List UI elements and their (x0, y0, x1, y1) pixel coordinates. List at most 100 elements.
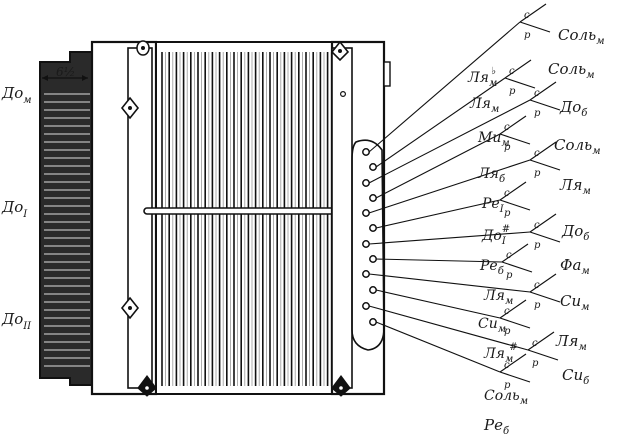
leader-branch (529, 291, 561, 303)
bass-button (362, 209, 370, 217)
bass-button (362, 302, 370, 310)
leader-branch (499, 181, 527, 201)
leader-branch (519, 3, 547, 23)
leader-line (368, 273, 531, 293)
key-label: ДоI# (481, 224, 510, 247)
keyboard-ridges (44, 93, 90, 367)
key-label: Сим (478, 316, 506, 335)
branch-letter-p: р (509, 86, 516, 97)
bass-button (369, 194, 377, 202)
branch-letter-p: р (532, 358, 539, 369)
leader-branch (529, 81, 557, 101)
branch-letter-c: с (506, 250, 512, 261)
bellows-folds (161, 52, 332, 386)
branch-letter-c: с (504, 306, 510, 317)
right-ornament-bottom (331, 375, 351, 397)
key-label: Сольм (558, 26, 605, 47)
key-label: Сиб (562, 366, 590, 387)
leader-line (368, 305, 529, 351)
leader-line (375, 199, 501, 229)
leader-line (375, 133, 501, 199)
right-frame (330, 40, 391, 397)
bass-button (362, 240, 370, 248)
key-label: Лям (559, 176, 591, 197)
leader-line (375, 321, 501, 373)
key-label: Сим (560, 292, 589, 313)
key-label: Сольм (548, 60, 595, 81)
leader-branch (529, 99, 561, 111)
left-labels: Дом ДоI ДоII (1, 84, 32, 332)
leader-line (368, 159, 531, 214)
leader-branch (529, 273, 557, 293)
branch-letter-p: р (534, 300, 541, 311)
bass-button (369, 163, 377, 171)
bass-button (362, 179, 370, 187)
branch-letter-p: р (506, 270, 513, 281)
left-ornament-mid-top (120, 96, 140, 120)
key-label: Ляб (477, 166, 506, 185)
left-label-do-2: ДоII (1, 310, 32, 332)
key-label: Реб (479, 258, 505, 277)
key-label: Сольм (554, 136, 601, 157)
leader-branch (527, 349, 559, 361)
branch-letter-p: р (534, 240, 541, 251)
branch-letter-p: р (504, 380, 511, 391)
leader-branch (527, 331, 555, 351)
branch-letter-c: с (532, 338, 538, 349)
leader-branch (499, 317, 531, 329)
leader-line (375, 258, 503, 263)
key-label: Мим (477, 130, 510, 149)
branch-letter-p: р (504, 142, 511, 153)
left-label-do-1: ДоI (1, 198, 28, 220)
key-label: Лям (469, 96, 499, 115)
branch-letter-c: с (504, 122, 510, 133)
branch-letter-c: с (524, 10, 530, 21)
leader-branch (529, 213, 557, 233)
bass-button (362, 148, 370, 156)
dimension-marker: 6½ (42, 65, 88, 81)
leader-branch (501, 261, 533, 273)
leader-branch (519, 21, 551, 33)
dimension-label: 6½ (56, 65, 75, 79)
right-ornament-top (330, 40, 350, 62)
leader-branch (504, 77, 536, 89)
leader-branch (504, 59, 532, 79)
key-label: Реб (483, 416, 510, 437)
key-label: Лям (483, 288, 513, 307)
key-label: РеI (481, 196, 505, 215)
leader-line (368, 231, 531, 245)
branch-letter-c: с (534, 280, 540, 291)
key-label: Лям♭ (467, 66, 497, 89)
key-label: Лям# (483, 342, 518, 365)
bass-buttons (362, 148, 377, 326)
branch-letter-c: с (504, 360, 510, 371)
leader-branch (499, 371, 531, 383)
bass-button (369, 318, 377, 326)
left-ornament-mid-bottom (120, 296, 140, 320)
left-ornament-top (136, 40, 150, 56)
key-label: Доб (559, 98, 588, 119)
leader-line (368, 99, 531, 184)
left-keyboard (39, 51, 93, 386)
branch-letter-p: р (534, 108, 541, 119)
branch-letter-c: с (534, 220, 540, 231)
leader-line (375, 77, 506, 168)
bass-button (369, 255, 377, 263)
leader-branch (499, 115, 527, 135)
branch-letter-p: р (504, 208, 511, 219)
bass-button (369, 224, 377, 232)
leader-branch (529, 159, 561, 171)
leader-branch (499, 353, 527, 373)
leader-branch (529, 141, 557, 161)
branch-letter-c: с (534, 148, 540, 159)
bass-button (362, 270, 370, 278)
bellows (143, 41, 341, 395)
left-ornament-bottom (137, 375, 157, 397)
button-panel (351, 139, 385, 351)
right-labels: Сольм Лям♭ Лям Сольм Доб Мим Сольм Ляб Л… (467, 26, 605, 437)
branch-letter-c: с (504, 188, 510, 199)
bass-button (369, 286, 377, 294)
branch-letter-p: р (504, 326, 511, 337)
